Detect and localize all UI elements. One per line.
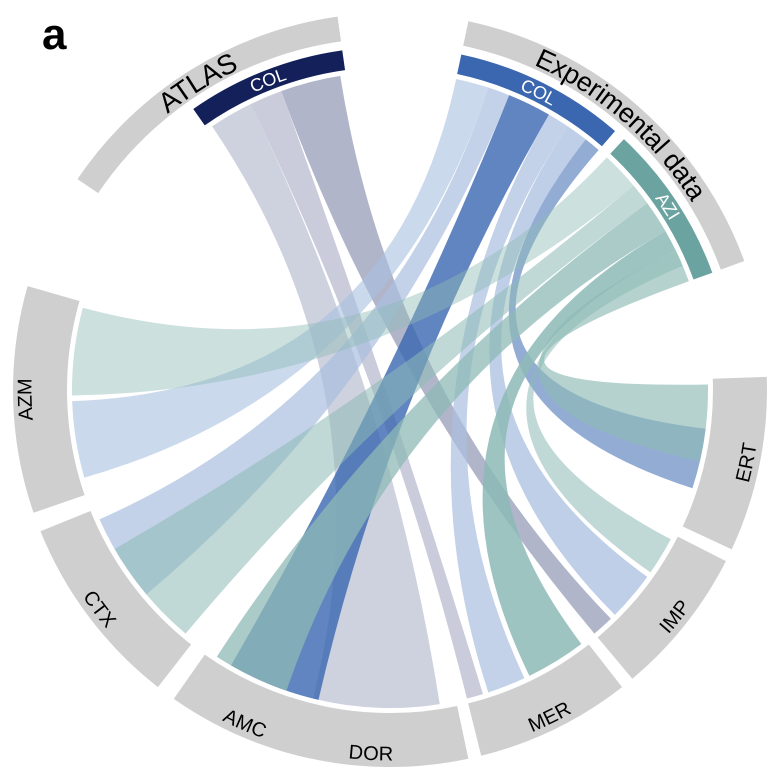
ribbon-exp-azi-to-ert bbox=[538, 250, 708, 462]
ribbons-layer bbox=[72, 75, 708, 708]
group-arc-atlas bbox=[77, 16, 342, 194]
source-arc-exp-azi bbox=[610, 139, 713, 280]
target-label-azm: AZM bbox=[14, 378, 37, 421]
target-arc-imp bbox=[597, 536, 726, 679]
arcs-layer bbox=[12, 16, 768, 767]
source-arc-atlas-col bbox=[193, 50, 346, 126]
group-arc-experimental bbox=[463, 21, 745, 270]
target-arc-azm bbox=[12, 286, 85, 513]
ribbon-exp-azi-to-ctx bbox=[114, 185, 648, 634]
ribbon-atlas-col-to-imp bbox=[281, 75, 611, 634]
panel-letter: a bbox=[42, 10, 67, 59]
target-arc-ctx bbox=[40, 511, 192, 688]
ribbon-exp-azi-to-imp bbox=[526, 250, 683, 573]
target-arc-mer bbox=[468, 644, 623, 756]
target-arc-dor bbox=[273, 697, 469, 767]
ribbon-exp-azi-to-mer bbox=[482, 231, 676, 676]
target-arc-ert bbox=[682, 376, 768, 550]
ribbon-exp-col-to-mer bbox=[450, 114, 568, 693]
ribbon-exp-azi-to-amc bbox=[216, 203, 666, 691]
ribbon-atlas-col-to-dor bbox=[212, 104, 440, 708]
ribbon-exp-azi-to-azm bbox=[72, 157, 634, 396]
ribbon-exp-col-to-azm bbox=[72, 78, 489, 478]
ribbon-atlas-col-to-mer bbox=[250, 91, 483, 699]
ribbon-exp-col-to-imp bbox=[489, 126, 648, 615]
ribbon-exp-col-to-ctx bbox=[99, 87, 510, 595]
target-label-dor: DOR bbox=[348, 741, 394, 765]
source-arc-exp-col bbox=[457, 54, 616, 147]
